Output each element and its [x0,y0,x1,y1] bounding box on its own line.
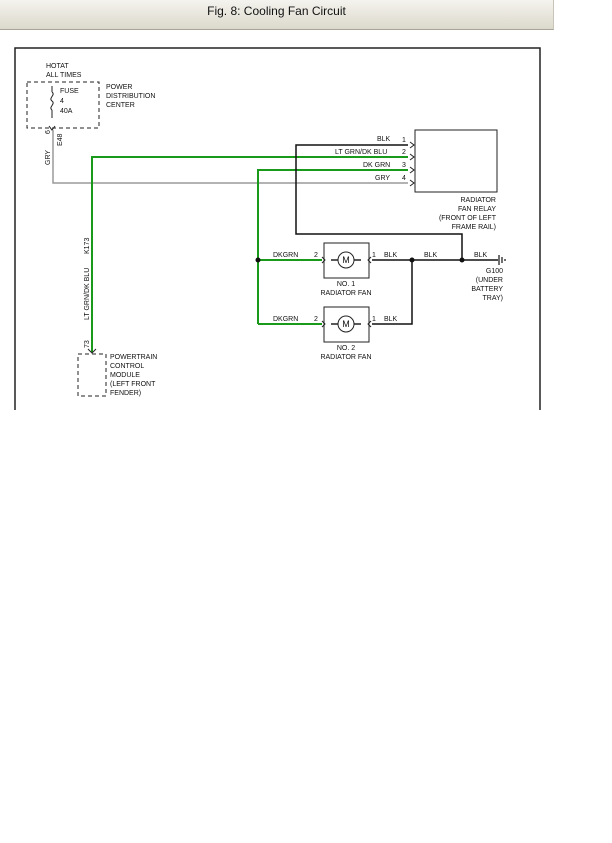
wire-label-k173: K173 [84,238,91,254]
ground-name-line-4: TRAY) [483,295,503,302]
wire-label-gry-vertical: GRY [45,150,52,165]
wire-label-dkgrn-relay: DK GRN [363,162,390,169]
relay-name-line-1: RADIATOR [460,197,496,204]
wire-gry [52,130,408,184]
wire-label-dkgrn-fan2: DKGRN [273,316,298,323]
ground-name-line-1: G100 [486,268,503,275]
fan1-motor-label: M [342,255,350,265]
radiator-fan-relay-box [414,129,498,193]
wire-ltgrn-dkblu [91,156,408,352]
wire-label-blk-fan1: BLK [384,252,398,259]
figure-title-bar: Fig. 8: Cooling Fan Circuit [0,0,554,30]
splice-dkgrn [255,257,261,263]
wire-blk-relay [295,144,463,260]
pcm-name-line-1: POWERTRAIN [110,354,157,361]
ground-icon [498,255,506,265]
relay-pin-4: 4 [402,175,406,182]
wire-label-ltgrn-dkblu-vertical: LT GRN/DK BLU [84,268,91,320]
pcm-connector-icon [87,348,97,354]
relay-name-line-2: FAN RELAY [458,206,496,213]
pcm-name-line-5: FENDER) [110,390,141,397]
pdc-name-line-3: CENTER [106,102,135,109]
wire-label-gry-relay: GRY [375,175,390,182]
hot-at-all-times-label-2: ALL TIMES [46,72,82,79]
pcm-name-line-2: CONTROL [110,363,144,370]
fuse-label: FUSE [60,88,79,95]
fan1-pin-1: 1 [372,252,376,259]
ground-name-line-2: (UNDER [476,277,503,284]
pdc-name-line-1: POWER [106,84,132,91]
wire-label-ltgrn-dkblu-relay: LT GRN/DK BLU [335,149,387,156]
figure-title: Fig. 8: Cooling Fan Circuit [207,4,346,18]
pdc-connector-e48: E48 [57,133,64,146]
wire-label-dkgrn-fan1: DKGRN [273,252,298,259]
fuse-rating: 40A [60,108,73,115]
relay-pin-2: 2 [402,149,406,156]
splice-blk-ground [459,257,465,263]
pcm-box [77,353,107,397]
fan2-pin-2: 2 [314,316,318,323]
fan1-name-line-2: RADIATOR FAN [320,290,371,297]
relay-pin-3: 3 [402,162,406,169]
wire-dkgrn-relay [257,169,408,324]
fan2-name-line-1: NO. 2 [337,345,355,352]
fan2-name-line-2: RADIATOR FAN [320,354,371,361]
fan1-pin-2: 2 [314,252,318,259]
pdc-name-line-2: DISTRIBUTION [106,93,155,100]
pcm-pin-73: 73 [84,340,91,348]
fuse-icon [48,86,56,131]
pdc-pin-6: 6 [45,130,52,134]
fan1-name-line-1: NO. 1 [337,281,355,288]
ground-name-line-3: BATTERY [471,286,503,293]
wire-label-blk-splice: BLK [424,252,438,259]
fuse-number: 4 [60,98,64,105]
fan1-connector-icon [321,256,372,264]
pcm-name-line-4: (LEFT FRONT [110,381,156,388]
relay-name-line-4: FRAME RAIL) [452,224,496,231]
fan2-motor-label: M [342,319,350,329]
wire-label-blk-ground: BLK [474,252,488,259]
relay-connector-icon [409,141,415,187]
wire-label-blk-fan2: BLK [384,316,398,323]
fan2-pin-1: 1 [372,316,376,323]
hot-at-all-times-label-1: HOTAT [46,63,69,70]
pcm-name-line-3: MODULE [110,372,140,379]
splice-blk-fan [409,257,415,263]
power-distribution-center-box [26,81,100,129]
diagram-frame [14,47,541,410]
relay-pin-1: 1 [402,137,406,144]
relay-name-line-3: (FRONT OF LEFT [439,215,497,222]
fan2-connector-icon [321,320,372,328]
wire-label-blk-relay: BLK [377,136,391,143]
wire-blk-fan2 [372,260,413,325]
